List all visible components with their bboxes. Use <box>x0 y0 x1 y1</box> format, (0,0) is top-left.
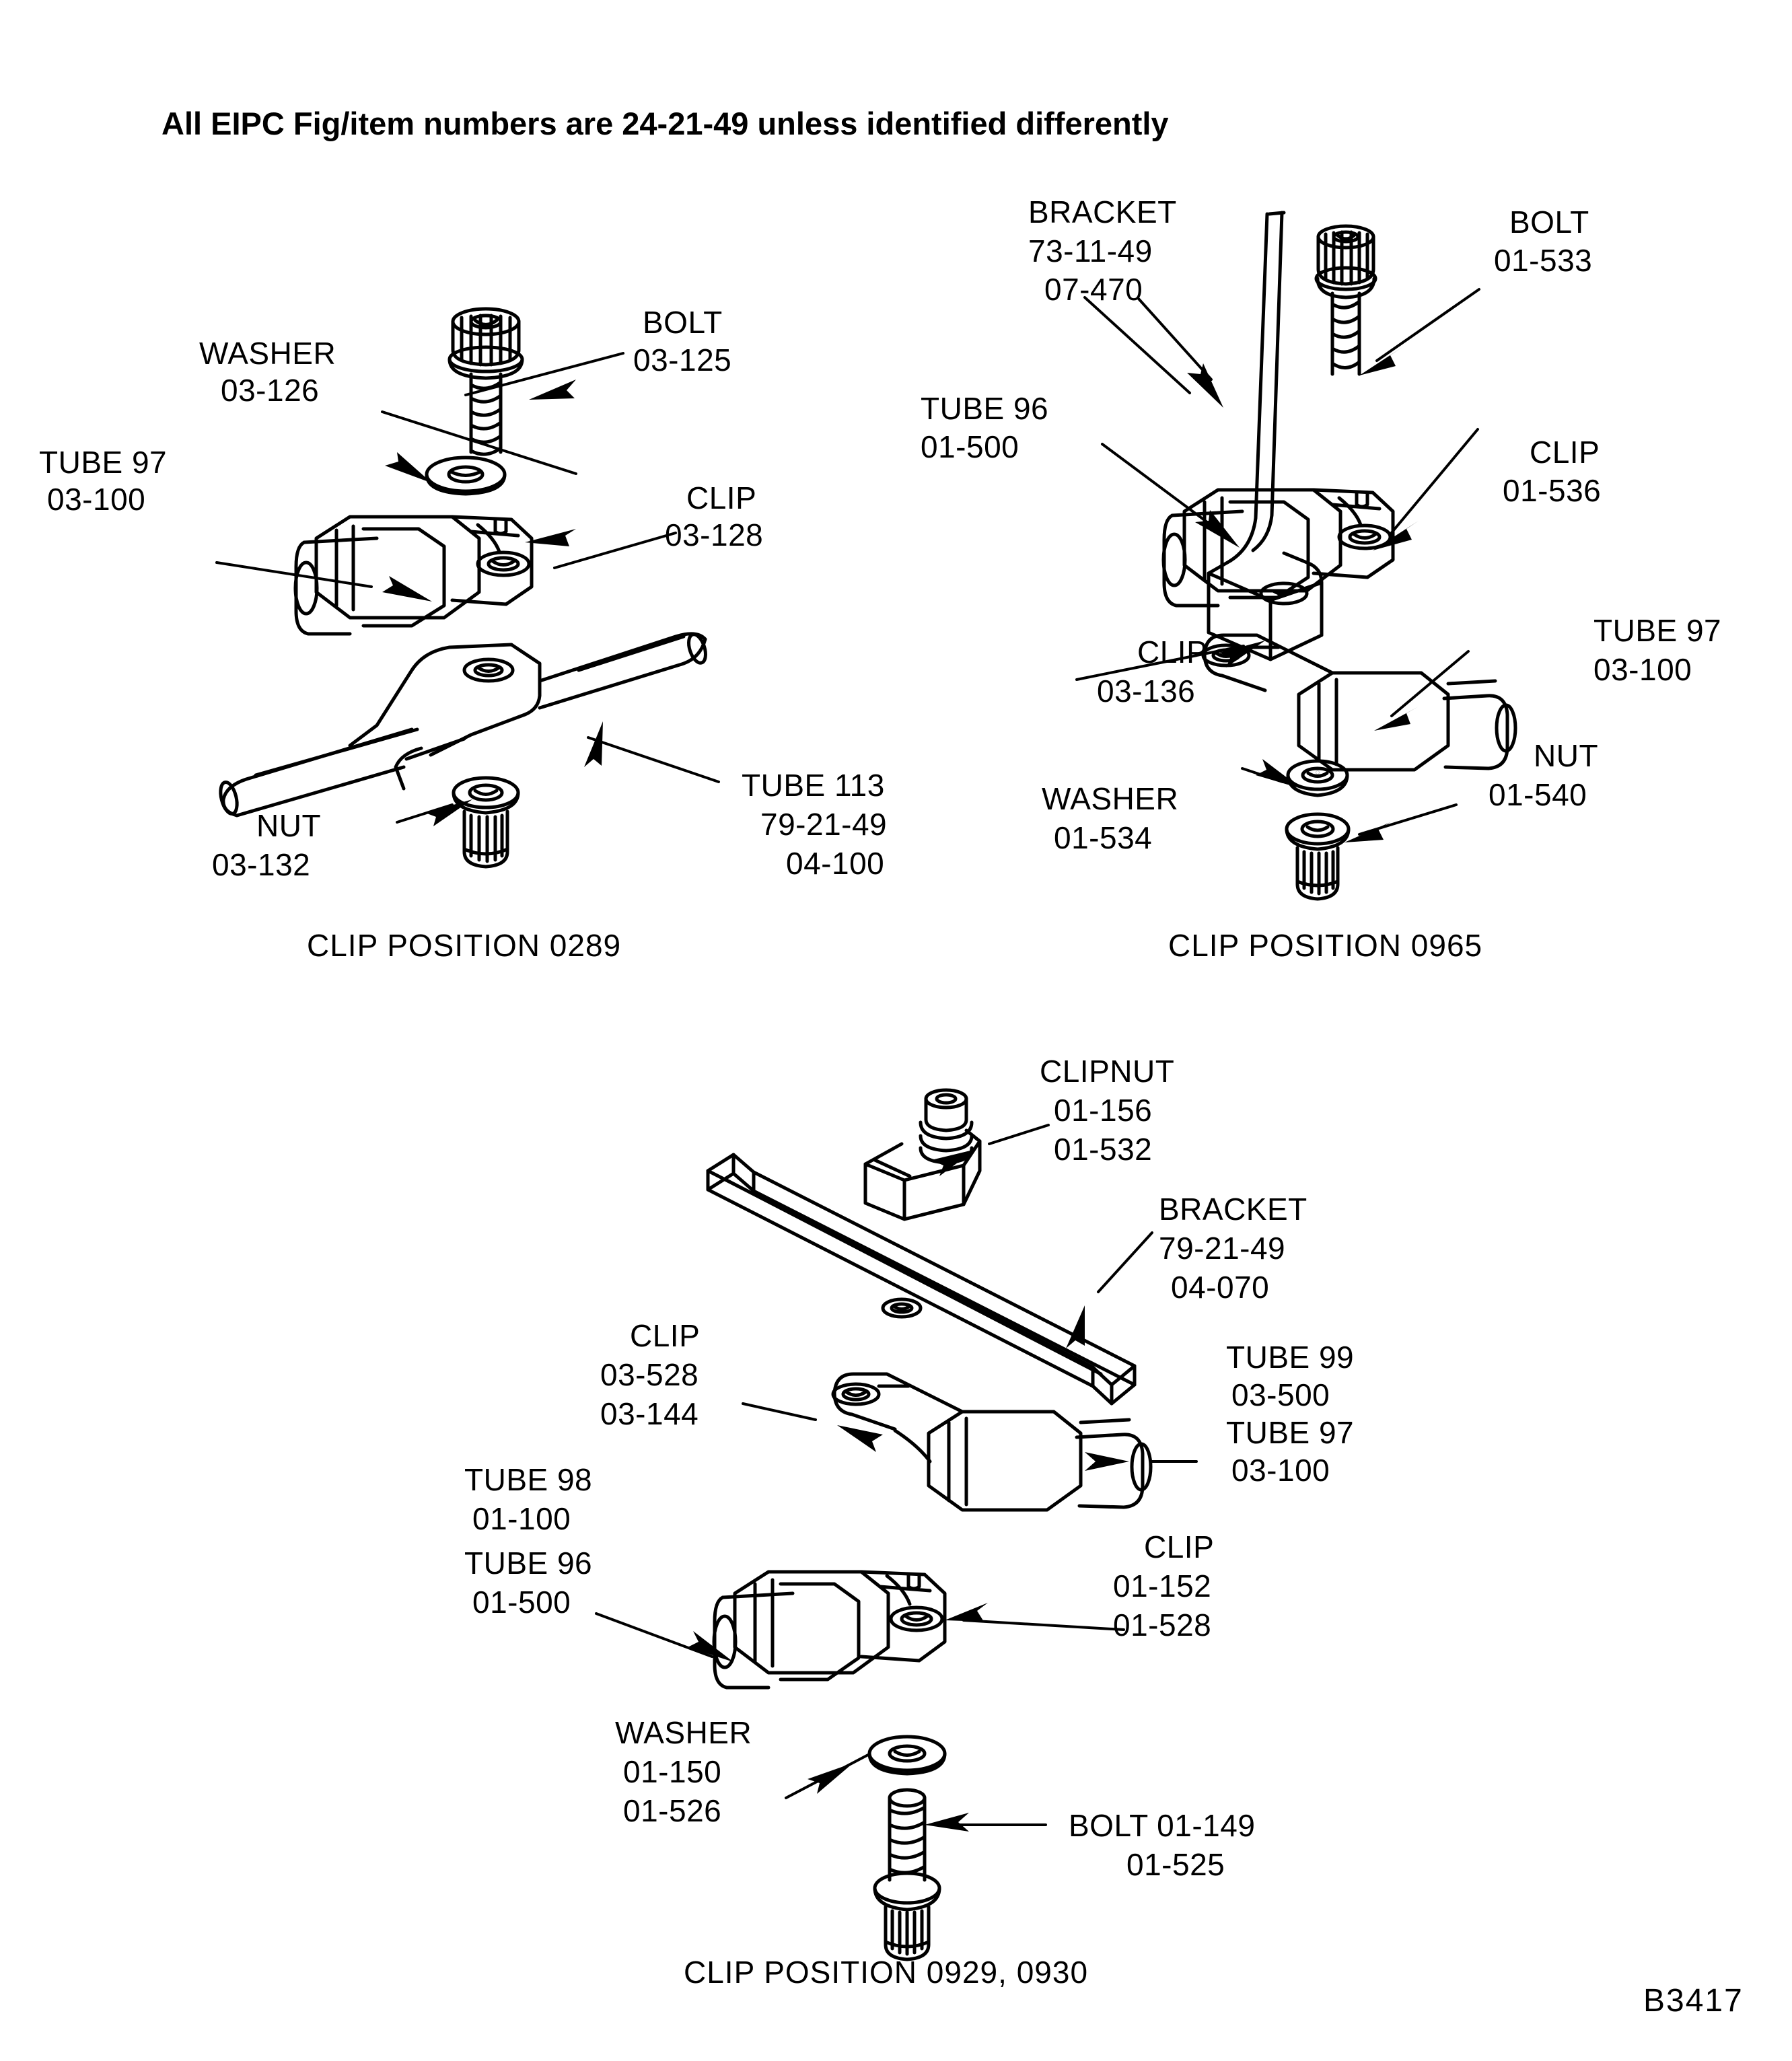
callout-clip-03-528-line2: 03-528 <box>600 1357 699 1392</box>
callout-washer-01-150-line2: 01-150 <box>623 1754 722 1789</box>
callout-washer-01-534-line1: WASHER <box>1042 781 1179 816</box>
d1-leader-lines <box>217 353 719 822</box>
d2-arrowheads <box>1187 347 1419 842</box>
sheet-code: B3417 <box>1643 1983 1744 2019</box>
d2-tube96-clip-art <box>1163 490 1393 606</box>
callout-tube-113-line3: 04-100 <box>786 846 885 881</box>
callout-clip-01-536-line1: CLIP <box>1530 435 1600 470</box>
d1-bolt-art <box>450 309 522 454</box>
callout-bolt-01-525-line2: 01-525 <box>1126 1847 1225 1882</box>
d1-clip-tube97-art <box>295 517 532 634</box>
callout-clip-01-536-line2: 01-536 <box>1503 473 1602 508</box>
caption-clip-position-0965: CLIP POSITION 0965 <box>1168 928 1483 963</box>
callout-clip-01-152-line1: CLIP <box>1144 1529 1215 1564</box>
callout-washer-01-526-line3: 01-526 <box>623 1793 722 1828</box>
d3-clipnut-art <box>865 1090 980 1219</box>
callout-clipnut-line2: 01-156 <box>1054 1093 1153 1128</box>
callout-tube-96-d3-line2: 01-500 <box>472 1585 571 1620</box>
callout-tube-97-d3-line1: TUBE 97 <box>1226 1415 1355 1450</box>
callout-tube-97-03-100-line2: 03-100 <box>47 482 146 517</box>
callout-tube-113-line1: TUBE 113 <box>742 768 885 803</box>
callout-tube-97-d3-line2: 03-100 <box>1231 1453 1330 1488</box>
callout-tube-99-line1: TUBE 99 <box>1226 1340 1355 1375</box>
callout-bracket-73-11-49-line3: 07-470 <box>1044 272 1143 307</box>
callout-bracket-73-11-49-line2: 73-11-49 <box>1028 233 1153 268</box>
d3-clip152-tube96-art <box>714 1572 945 1688</box>
callout-clipnut-line3: 01-532 <box>1054 1132 1153 1167</box>
callout-tube-113-line2: 79-21-49 <box>760 807 888 842</box>
callout-clip-03-128-line1: CLIP <box>686 480 757 515</box>
d3-clip528-tube99-art <box>833 1374 1151 1510</box>
callout-tube-97-03-100-d2-line2: 03-100 <box>1593 652 1692 687</box>
callout-bolt-01-149-line1: BOLT 01-149 <box>1069 1808 1256 1843</box>
d2-clip136-tube97-art <box>1203 635 1515 770</box>
callout-clip-03-136-line1: CLIP <box>1137 635 1208 670</box>
callout-clip-03-128-line2: 03-128 <box>665 517 764 552</box>
callout-clip-01-152-line2: 01-152 <box>1113 1568 1212 1603</box>
callout-tube-96-01-500-line1: TUBE 96 <box>921 391 1049 426</box>
callout-tube-98-line1: TUBE 98 <box>464 1462 593 1497</box>
caption-clip-position-0289: CLIP POSITION 0289 <box>307 928 622 963</box>
d3-arrowheads <box>688 1149 1129 1832</box>
callout-bolt-01-533-line2: 01-533 <box>1494 243 1593 278</box>
d3-bolt-art <box>875 1790 939 1959</box>
callout-bolt-01-533-line1: BOLT <box>1509 205 1589 240</box>
callout-clip-01-528-line3: 01-528 <box>1113 1607 1212 1642</box>
d1-washer-art <box>427 458 505 494</box>
callout-bracket-79-21-49-line1: BRACKET <box>1159 1192 1307 1227</box>
callout-nut-03-132-line1: NUT <box>256 808 322 843</box>
callout-clip-03-528-line1: CLIP <box>630 1318 701 1353</box>
caption-clip-position-0929-0930: CLIP POSITION 0929, 0930 <box>684 1955 1089 1990</box>
d2-nut-art <box>1287 814 1349 899</box>
callout-nut-03-132-line2: 03-132 <box>212 847 311 882</box>
d3-washer-art <box>869 1737 945 1774</box>
callout-washer-01-150-line1: WASHER <box>615 1715 752 1750</box>
callout-bolt-03-125-line2: 03-125 <box>633 342 732 377</box>
d3-bracket-art <box>708 1155 1135 1404</box>
callout-bracket-79-21-49-line3: 04-070 <box>1171 1270 1270 1305</box>
callout-clip-03-136-line2: 03-136 <box>1097 674 1196 709</box>
d1-arrowheads <box>382 379 603 826</box>
callout-washer-03-126-line2: 03-126 <box>221 373 320 408</box>
callout-washer-03-126-line1: WASHER <box>199 336 336 371</box>
d1-tube113-art <box>218 632 709 816</box>
d2-bolt-art <box>1316 226 1375 374</box>
callout-bracket-73-11-49-line1: BRACKET <box>1028 194 1177 229</box>
d2-leader-lines <box>1077 289 1479 834</box>
callout-tube-96-01-500-line2: 01-500 <box>921 429 1019 464</box>
header-note: All EIPC Fig/item numbers are 24-21-49 u… <box>162 106 1169 141</box>
callout-bracket-79-21-49-line2: 79-21-49 <box>1159 1231 1286 1266</box>
callout-tube-96-d3-line1: TUBE 96 <box>464 1546 593 1581</box>
d1-nut-art <box>454 778 518 867</box>
callout-clipnut-line1: CLIPNUT <box>1040 1054 1175 1089</box>
d2-washer-ring <box>1288 761 1347 795</box>
callout-nut-01-540-line2: 01-540 <box>1489 777 1587 812</box>
callout-tube-98-line2: 01-100 <box>472 1501 571 1536</box>
callout-tube-97-03-100-line1: TUBE 97 <box>39 445 168 480</box>
callout-clip-03-144-line3: 03-144 <box>600 1396 699 1431</box>
callout-tube-97-03-100-d2-line1: TUBE 97 <box>1593 613 1722 648</box>
callout-tube-99-line2: 03-500 <box>1231 1377 1330 1412</box>
callout-nut-01-540-line1: NUT <box>1534 738 1599 773</box>
callout-washer-01-534-line2: 01-534 <box>1054 820 1153 855</box>
callout-bolt-03-125-line1: BOLT <box>643 305 723 340</box>
d2-bracket-art <box>1209 213 1322 659</box>
